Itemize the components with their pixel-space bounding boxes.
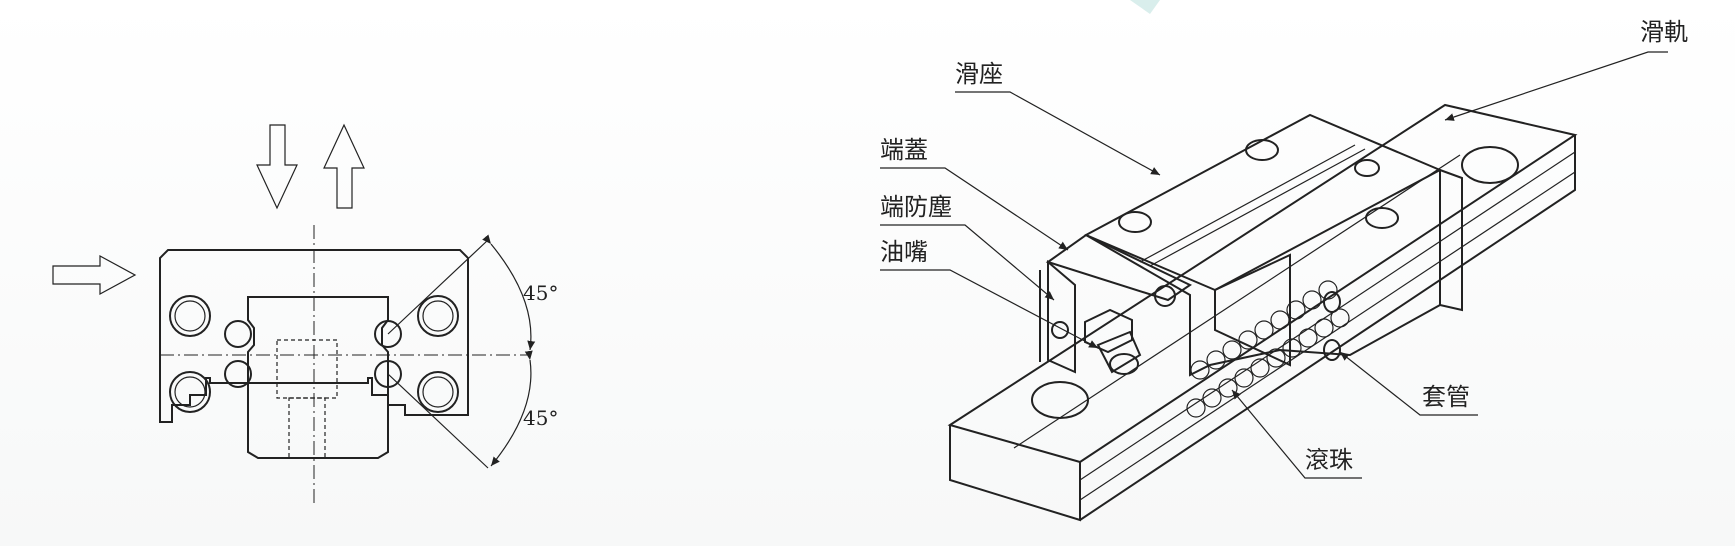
lateral-load-arrow [52,254,137,296]
ball-chain [1186,280,1350,418]
block-hole-1 [1118,211,1152,233]
mounting-hole-br [417,371,459,413]
label-retainer: 套管 [1422,383,1470,411]
block-cutaway [1214,253,1291,367]
contact-line-upper [387,239,489,335]
leader-grease-nipple [880,269,1099,349]
leader-balls [1231,389,1362,479]
angle-arc-upper [482,234,536,351]
leader-block [955,91,1161,176]
end-cap-screw [1154,285,1176,307]
rail-counterbore [276,339,338,399]
down-load-arrow [256,124,298,210]
mounting-hole-tr [417,295,459,337]
mounting-hole-tl [169,295,211,337]
label-block: 滑座 [955,60,1003,88]
label-end-cap: 端蓋 [880,136,928,164]
rail-bolt-hole [288,397,326,459]
mounting-hole-bl [169,371,211,413]
end-cap-assembly [1039,233,1192,374]
label-balls: 滾珠 [1305,446,1353,474]
rail-hole-near [1031,381,1089,419]
leader-rail [1444,51,1668,121]
rail-outline [247,296,389,459]
leader-end-seal [880,224,1055,301]
rail-hole-far [1461,146,1519,184]
label-grease-nipple: 油嘴 [880,238,928,266]
angle-upper-label: 45° [523,281,558,305]
block-outline [159,249,469,423]
rail [947,103,1578,522]
grease-nipple [1084,308,1142,375]
top-decoration [1130,0,1160,14]
block-hole-4 [1354,159,1380,177]
retainer-lower [1323,339,1341,361]
label-rail: 滑軌 [1640,18,1688,46]
end-seal-screw [1051,321,1069,339]
block-hole-3 [1365,207,1399,229]
ball-lower-right [374,360,402,388]
ball-upper-right [374,320,402,348]
cross-section-view: 45° 45° [52,123,558,505]
up-load-arrow [323,123,365,209]
isometric-view: 滑軌 滑座 端蓋 端防塵 油嘴 套管 滾珠 [880,18,1688,522]
carriage-block [1083,113,1463,377]
angle-arc-lower [490,350,533,467]
ball-lower-left [224,360,252,388]
retainer-upper [1323,291,1341,313]
leader-retainer [1339,351,1478,416]
block-hole-2 [1245,139,1279,161]
label-end-seal: 端防塵 [880,193,952,221]
leader-end-cap [880,167,1069,251]
contact-line-lower [387,373,489,469]
angle-lower-label: 45° [523,406,558,430]
ball-upper-left [224,320,252,348]
